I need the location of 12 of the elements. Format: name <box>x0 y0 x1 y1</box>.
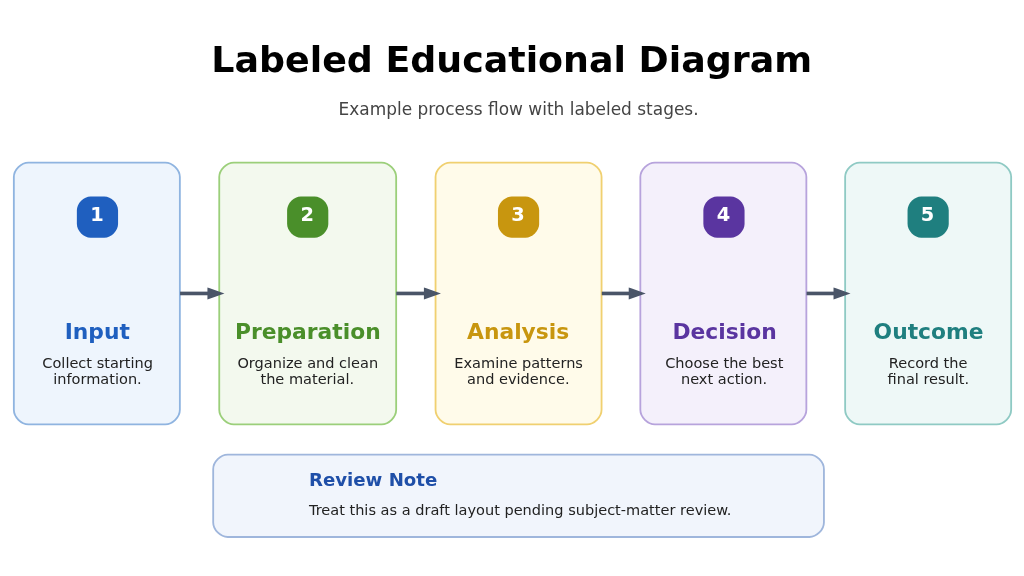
arrow <box>179 287 224 300</box>
arrow <box>806 287 851 300</box>
node-box: 4 Decision Choose the best next action. <box>638 161 807 426</box>
node-box: 5 Outcome Record the final result. <box>843 161 1012 426</box>
node-box: Review Note Treat this as a draft layout pending subject-matter review. <box>211 453 825 538</box>
arrow <box>601 287 646 300</box>
diagram-title: Labeled Educational Diagram <box>210 37 812 81</box>
node-box: 2 Preparation Organize and clean the material. <box>217 161 397 426</box>
arrow <box>395 287 441 300</box>
node-box: 1 Input Collect starting information. <box>12 161 181 426</box>
label: Example process flow with labeled stages. <box>338 98 699 119</box>
node-box: 3 Analysis Examine patterns and evidence. <box>434 161 602 426</box>
